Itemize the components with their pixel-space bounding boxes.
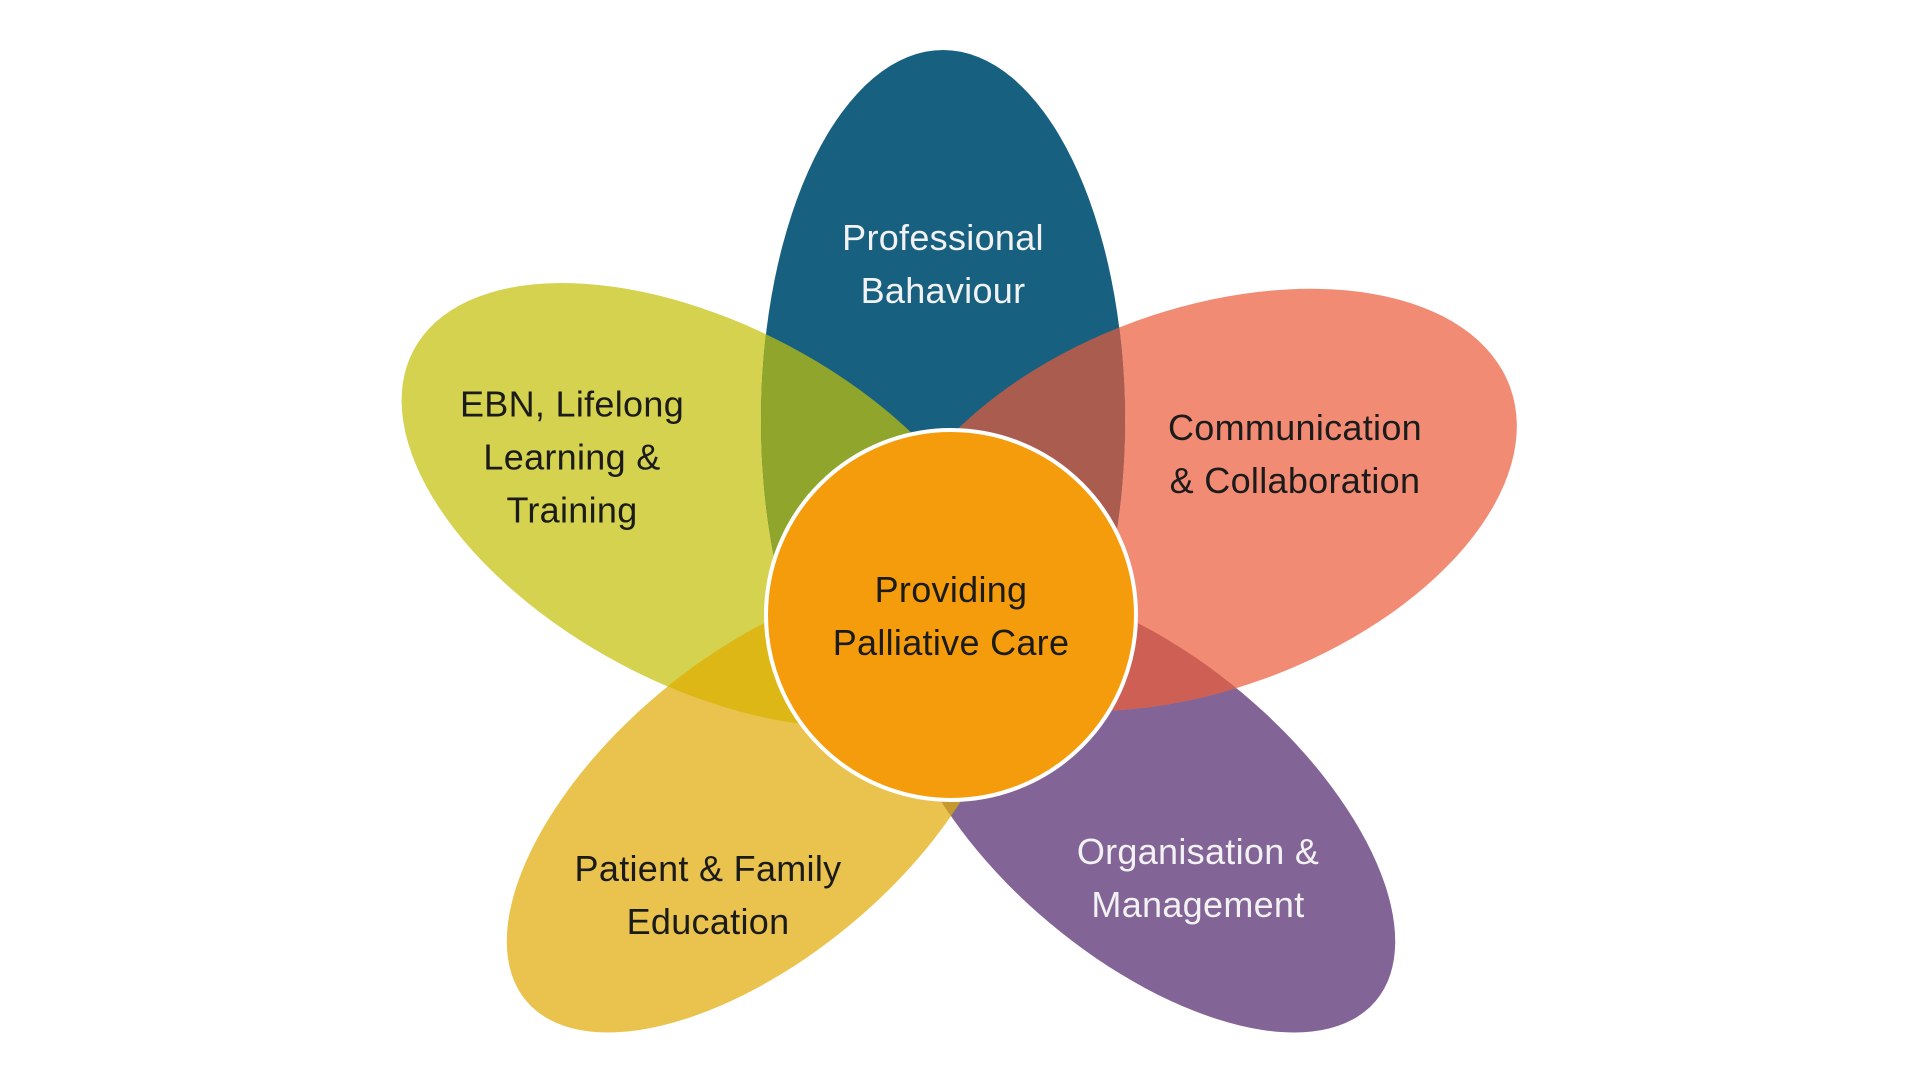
center-circle [764,428,1138,802]
center-label: Providing Palliative Care [833,563,1070,669]
label-line: Professional [842,217,1044,258]
label-line: Training [506,489,638,531]
label-communication-collaboration: Communication & Collaboration [1168,401,1422,507]
label-line: Bahaviour [860,270,1026,311]
label-line: Providing [874,569,1028,610]
label-line: Learning & [483,436,661,478]
label-line: Palliative Care [832,622,1070,663]
label-organisation-management: Organisation & Management [1077,825,1319,931]
label-line: EBN, Lifelong [459,383,685,425]
label-professional-behaviour: Professional Bahaviour [842,211,1044,317]
label-ebn-lifelong-learning: EBN, Lifelong Learning & Training [460,378,684,537]
label-line: Management [1091,884,1305,925]
label-line: Education [626,901,790,942]
label-patient-family-education: Patient & Family Education [575,842,842,948]
label-line: Patient & Family [574,848,842,889]
label-line: Communication [1167,407,1423,448]
label-line: & Collaboration [1169,460,1421,501]
label-line: Organisation & [1076,831,1320,872]
